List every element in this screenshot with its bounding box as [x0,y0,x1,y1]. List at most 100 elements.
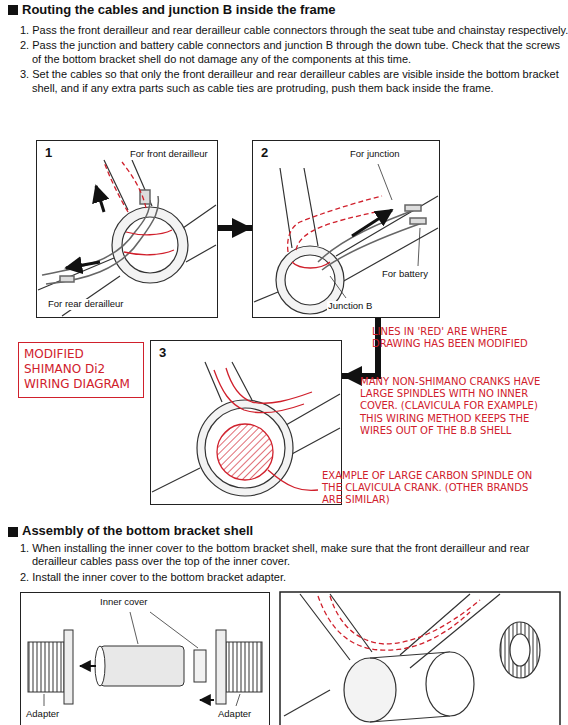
adapter-stroke [216,630,226,704]
frame-drawing-stroke [183,205,216,262]
section-heading: Routing the cables and junction B inside… [22,2,335,18]
modified-cable-stroke [296,212,376,250]
frame-drawing-stroke [300,594,372,660]
frame-drawing-stroke [336,196,438,282]
frame-drawing-stroke [205,408,285,488]
part-label: Adapter [25,709,60,720]
figure-number: 3 [158,346,167,361]
handwritten-note: MANY NON-SHIMANO CRANKS HAVE LARGE SPIND… [360,376,556,437]
inner-cover-stroke [95,646,105,686]
spindle-stroke [217,424,273,480]
direction-arrow-stroke [96,186,104,212]
frame-drawing [38,160,216,316]
frame-drawing-stroke [254,292,278,302]
frame-drawing-stroke [205,362,252,402]
frame-drawing [152,362,340,496]
inner-cover [95,646,206,686]
figure-panel: 3 [150,340,342,505]
cable-stroke [410,218,426,224]
annotation-title: MODIFIED SHIMANO Di2 WIRING DIAGRAM [24,347,138,392]
leader-line-stroke [378,164,392,200]
modified-cable-stroke [330,596,480,644]
frame-drawing-stroke [284,690,330,716]
frame-drawing-stroke [152,468,200,492]
inner-cover-stroke [100,646,184,686]
adapter-stroke [226,642,262,692]
inner-cover-stroke [194,650,206,682]
frame-drawing-stroke [510,634,530,666]
cable-stroke [42,200,150,275]
part-label: Inner cover [99,597,149,608]
leader-line-stroke [330,276,346,298]
frame-drawing-stroke [344,658,396,722]
leader-line [44,612,240,706]
figure-number: 2 [260,146,269,161]
figure-panel: Inner coverAdapter Adapter [20,592,270,725]
handwritten-note: LINES IN 'RED' ARE WHERE DRAWING HAS BEE… [372,326,544,350]
instruction-step: 1. Pass the front derailleur and rear de… [20,24,568,37]
frame-drawing-stroke [197,400,293,496]
modified-cable [318,596,480,650]
figure-panel: 1 For front derailleurFor rear derailleur [36,140,218,318]
direction-arrow-stroke [200,699,214,701]
spindle [217,424,273,480]
handwritten-note: EXAMPLE OF LARGE CARBON SPINDLE ON THE C… [322,470,548,507]
frame-drawing-stroke [426,652,474,716]
modified-cable-stroke [124,230,174,255]
frame-drawing-stroke [286,394,340,455]
heading-bullet [8,5,18,537]
part-label: Junction B [327,301,373,312]
instruction-step: 2. Install the inner cover to the bottom… [20,571,568,584]
modified-cable [214,368,318,490]
adapter-stroke [28,642,64,692]
frame-drawing-stroke [280,168,318,248]
part-label: For front derailleur [129,149,209,160]
direction-arrow [352,210,392,236]
leader-line-stroke [44,694,240,706]
direction-arrow-stroke [352,210,392,236]
cable [318,205,426,270]
cable-stroke [60,276,74,282]
modified-cable [104,162,174,255]
modified-cable-stroke [226,368,312,403]
heading-bullet-stroke [8,5,18,15]
instruction-step: 3. Set the cables so that only the front… [20,68,568,95]
leader-line-stroke [130,612,198,648]
instruction-step: 1. When installing the inner cover to th… [20,542,568,569]
panel-border-stroke [280,592,560,725]
instruction-step: 2. Pass the junction and battery cable c… [20,39,568,66]
modified-cable-stroke [292,262,330,268]
frame-drawing-stroke [285,255,335,305]
direction-arrow [66,186,104,268]
frame-drawing [284,594,540,722]
figure-number: 1 [44,146,53,161]
part-label: Adapter [217,709,252,720]
direction-arrow [80,666,214,700]
direction-arrow-stroke [66,262,100,268]
part-label: For rear derailleur [47,299,125,310]
direction-arrow-stroke [80,665,96,667]
modified-cable-stroke [214,370,304,413]
frame-drawing [254,168,438,314]
modified-cable [288,196,382,268]
cable-stroke [405,205,421,211]
heading-bullet-stroke [8,527,18,537]
modified-cable-stroke [122,162,146,208]
frame-drawing-stroke [104,160,152,210]
part-label: For battery [381,269,429,280]
section-heading: Assembly of the bottom bracket shell [22,523,542,539]
annotation-box: MODIFIED SHIMANO Di2 WIRING DIAGRAM [18,342,144,398]
part-label: For junction [349,149,401,160]
cable-stroke [140,190,150,204]
figure-panel: 2 For junctionFor batteryJunction B [252,140,440,318]
flow-arrow [218,225,252,231]
adapter-stroke [64,630,73,704]
adapter [28,630,262,704]
panel-border [280,592,560,725]
cable-stroke [318,208,420,262]
leader-line-stroke [418,228,420,266]
cable-stroke [322,222,425,270]
frame-drawing-stroke [500,622,540,678]
